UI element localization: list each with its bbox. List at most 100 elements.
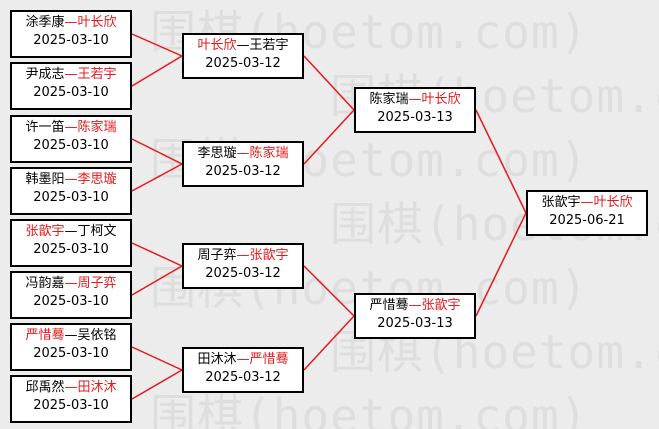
match-players: 周子弈—张歆宇 (184, 245, 302, 265)
connector-line (131, 138, 183, 165)
winner-name: 周子弈 (77, 276, 117, 291)
versus-separator: — (408, 92, 422, 107)
player-name: 李思璇 (197, 146, 237, 161)
match-players: 韩墨阳—李思璇 (12, 169, 130, 189)
match-date: 2025-03-10 (33, 398, 109, 413)
match-players: 冯韵嘉—周子弈 (12, 273, 130, 293)
connector-line (303, 55, 355, 111)
versus-separator: — (64, 67, 78, 82)
connector-line (131, 55, 183, 87)
match-date: 2025-03-13 (377, 316, 453, 331)
connector-line (475, 212, 527, 317)
match-players: 张歆宇—叶长欣 (528, 192, 646, 212)
winner-name: 严惜蓦 (25, 328, 65, 343)
match-players: 邱禹然—田沐沐 (12, 377, 130, 397)
versus-separator: — (64, 380, 78, 395)
winner-name: 田沐沐 (77, 380, 117, 395)
match-players: 严惜蓦—吴依铭 (12, 325, 130, 345)
versus-separator: — (580, 195, 594, 210)
match-date: 2025-03-12 (205, 266, 281, 281)
player-name: 王若宇 (249, 38, 289, 53)
versus-separator: — (236, 38, 250, 53)
match-players: 李思璇—陈家瑞 (184, 143, 302, 163)
winner-name: 陈家瑞 (77, 120, 117, 135)
versus-separator: — (236, 352, 250, 367)
connector-line (475, 109, 527, 214)
match-date: 2025-03-12 (205, 56, 281, 71)
winner-name: 李思璇 (77, 172, 117, 187)
player-name: 许一笛 (25, 120, 65, 135)
versus-separator: — (64, 276, 78, 291)
player-name: 尹成志 (25, 67, 65, 82)
winner-name: 叶长欣 (197, 38, 237, 53)
winner-name: 叶长欣 (593, 195, 633, 210)
match-players: 陈家瑞—叶长欣 (356, 89, 474, 109)
player-name: 张歆宇 (541, 195, 581, 210)
connector-line (303, 265, 355, 317)
connector-line (303, 109, 355, 165)
versus-separator: — (236, 248, 250, 263)
match-players: 严惜蓦—张歆宇 (356, 295, 474, 315)
match-date: 2025-03-10 (33, 346, 109, 361)
winner-name: 严惜蓦 (249, 352, 289, 367)
winner-name: 叶长欣 (421, 92, 461, 107)
match-players: 尹成志—王若宇 (12, 64, 130, 84)
player-name: 韩墨阳 (25, 172, 65, 187)
match-players: 张歆宇—丁柯文 (12, 221, 130, 241)
match-date: 2025-03-10 (33, 85, 109, 100)
match-date: 2025-03-10 (33, 33, 109, 48)
match-players: 许一笛—陈家瑞 (12, 117, 130, 137)
match-date: 2025-03-13 (377, 110, 453, 125)
player-name: 吴依铭 (77, 328, 117, 343)
versus-separator: — (64, 120, 78, 135)
match-date: 2025-03-10 (33, 242, 109, 257)
match-players: 叶长欣—王若宇 (184, 35, 302, 55)
connector-lines (131, 33, 527, 400)
match-players: 田沐沐—严惜蓦 (184, 349, 302, 369)
winner-name: 陈家瑞 (249, 146, 289, 161)
match-date: 2025-03-12 (205, 164, 281, 179)
winner-name: 王若宇 (77, 67, 117, 82)
player-name: 田沐沐 (197, 352, 237, 367)
player-name: 涂季康 (25, 15, 65, 30)
player-name: 陈家瑞 (369, 92, 409, 107)
match-date: 2025-03-12 (205, 370, 281, 385)
connector-line (131, 369, 183, 400)
match-date: 2025-03-10 (33, 294, 109, 309)
connector-line (131, 242, 183, 267)
winner-name: 张歆宇 (421, 298, 461, 313)
match-date: 2025-03-10 (33, 190, 109, 205)
match-date: 2025-06-21 (549, 213, 625, 228)
winner-name: 叶长欣 (77, 15, 117, 30)
player-name: 周子弈 (197, 248, 237, 263)
versus-separator: — (64, 328, 78, 343)
player-name: 邱禹然 (25, 380, 65, 395)
connector-line (131, 346, 183, 371)
connector-line (131, 163, 183, 192)
player-name: 严惜蓦 (369, 298, 409, 313)
player-name: 冯韵嘉 (25, 276, 65, 291)
versus-separator: — (64, 224, 78, 239)
versus-separator: — (236, 146, 250, 161)
winner-name: 张歆宇 (25, 224, 65, 239)
versus-separator: — (64, 15, 78, 30)
match-date: 2025-03-10 (33, 138, 109, 153)
match-players: 涂季康—叶长欣 (12, 12, 130, 32)
winner-name: 张歆宇 (249, 248, 289, 263)
versus-separator: — (408, 298, 422, 313)
